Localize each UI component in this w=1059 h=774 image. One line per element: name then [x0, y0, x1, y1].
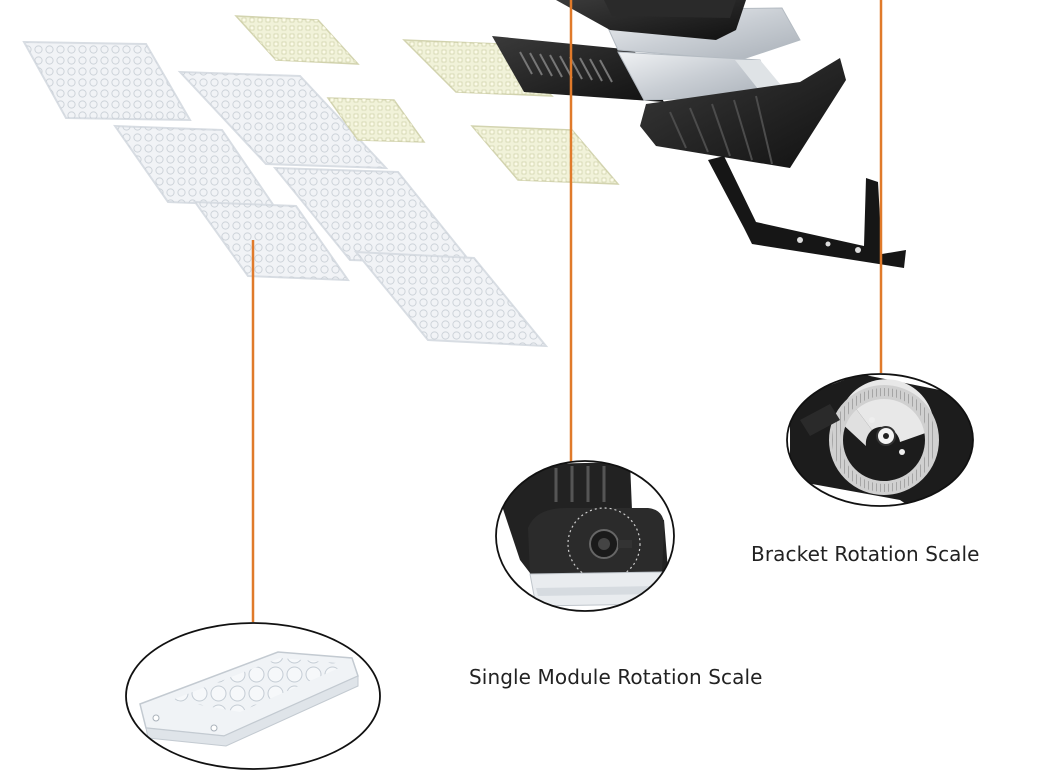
top-housing [556, 0, 746, 40]
u-bracket [708, 156, 906, 268]
lens-panels-group [22, 40, 549, 348]
single-module-rotation-scale-caption: Single Module Rotation Scale [469, 665, 763, 689]
heat-sink [640, 58, 846, 168]
module-scale-detail [495, 460, 675, 612]
lens-detail [125, 622, 381, 770]
led-boards-group [234, 15, 620, 185]
bracket-scale-detail [786, 373, 974, 507]
bracket-rotation-scale-caption: Bracket Rotation Scale [751, 542, 980, 566]
leader-lines [251, 0, 883, 622]
